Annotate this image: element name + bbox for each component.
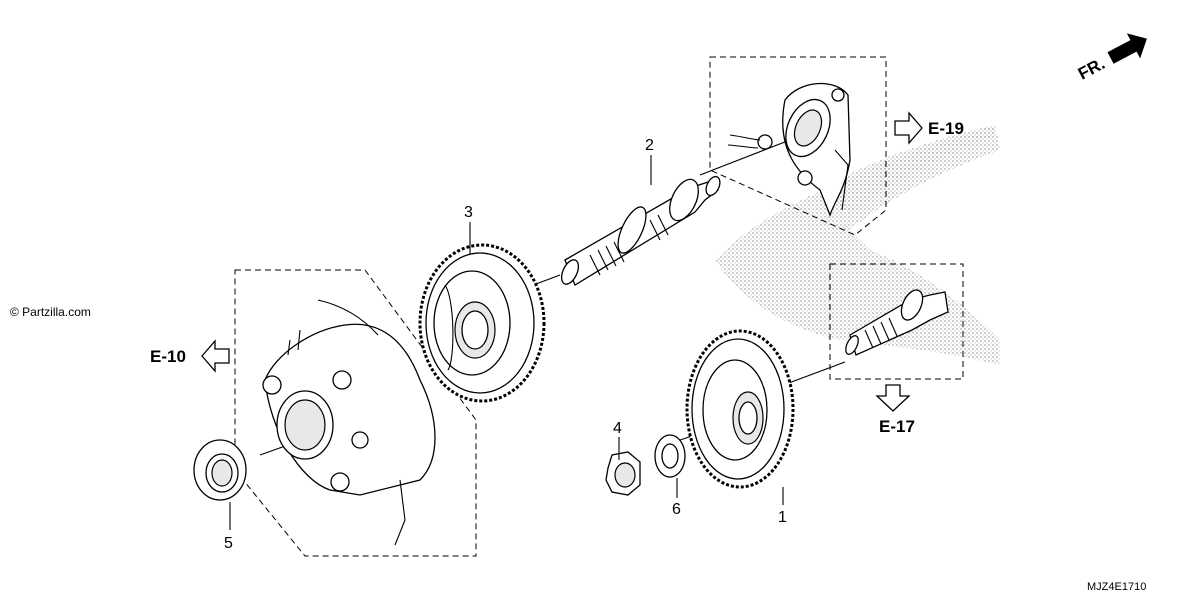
ref-e10[interactable]: E-10 [150, 339, 230, 373]
callout-3[interactable]: 3 [464, 204, 473, 221]
diagram-code: MJZ4E1710 [1087, 581, 1146, 593]
ref-e17-label: E-17 [879, 417, 915, 436]
callout-2[interactable]: 2 [645, 137, 654, 154]
shadow-hatching [715, 125, 1000, 365]
right-arrow-icon [894, 111, 923, 145]
leader-lines [229, 155, 784, 530]
ref-e19-label: E-19 [928, 119, 964, 138]
washer-part-6 [654, 434, 686, 478]
callout-5[interactable]: 5 [224, 535, 233, 552]
engine-housing [262, 299, 436, 546]
callout-6[interactable]: 6 [672, 501, 681, 518]
watermark-text: © Partzilla.com [10, 305, 91, 319]
ref-e10-label: E-10 [150, 347, 186, 366]
output-shaft [845, 289, 949, 356]
gear-part-1 [685, 329, 795, 489]
front-indicator: FR. [1075, 33, 1147, 84]
front-indicator-label: FR. [1075, 54, 1108, 84]
left-arrow-icon [201, 339, 230, 373]
flange-nut-part-4 [605, 451, 641, 496]
lock-nut-part-5 [193, 439, 247, 501]
callout-4[interactable]: 4 [613, 420, 622, 437]
ref-e17[interactable]: E-17 [875, 384, 915, 436]
down-arrow-icon [875, 384, 911, 412]
shaft-part-2 [560, 175, 721, 286]
ref-e19[interactable]: E-19 [894, 111, 964, 145]
bearing-holder [727, 82, 851, 217]
front-arrow-icon [1107, 33, 1147, 64]
callout-1[interactable]: 1 [778, 509, 787, 526]
gear-part-3 [418, 243, 546, 403]
